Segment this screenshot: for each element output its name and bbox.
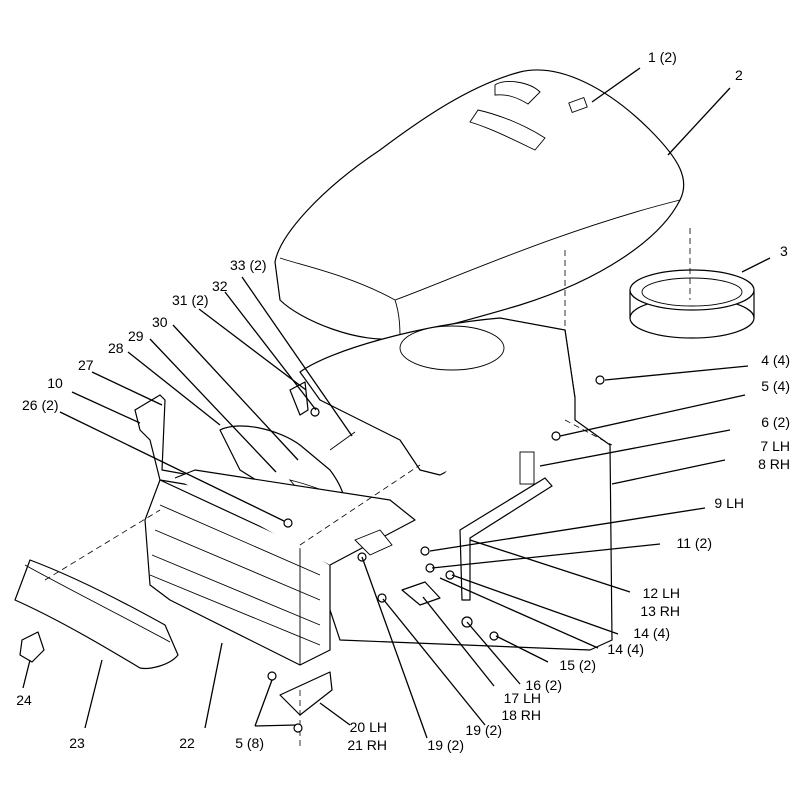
callout-10: 10	[47, 375, 63, 391]
callout-31: 31 (2)	[172, 292, 209, 308]
callout-16: 16 (2)	[525, 677, 562, 693]
callout-24: 24	[16, 692, 32, 708]
callout-22: 22	[179, 735, 195, 751]
callout-14b: 14 (4)	[607, 641, 644, 657]
callout-28: 28	[108, 340, 124, 356]
callout-17: 17 LH	[504, 690, 541, 706]
callout-3: 3	[780, 243, 788, 259]
assembly-lines	[44, 464, 421, 750]
callout-19b: 19 (2)	[427, 737, 464, 753]
callout-15: 15 (2)	[559, 657, 596, 673]
callout-1: 1 (2)	[648, 49, 677, 65]
callout-labels: 1 (2) 2 3 4 (4) 5 (4) 6 (2) 7 LH 8 RH 9 …	[16, 49, 790, 753]
callout-29: 29	[128, 328, 144, 344]
callout-9: 9 LH	[714, 495, 744, 511]
emblem-part	[19, 631, 45, 663]
bumper-part	[14, 559, 179, 670]
callout-18: 18 RH	[501, 707, 541, 723]
callout-11: 11 (2)	[676, 535, 712, 551]
callout-26: 26 (2)	[22, 397, 59, 413]
callout-5a: 5 (4)	[761, 378, 790, 394]
grille-part	[144, 469, 416, 666]
callout-21: 21 RH	[347, 737, 387, 753]
callout-20: 20 LH	[350, 719, 387, 735]
callout-14a: 14 (4)	[633, 625, 670, 641]
callout-12: 12 LH	[643, 585, 680, 601]
callout-33: 33 (2)	[230, 257, 267, 273]
air-ring-part	[629, 269, 755, 339]
callout-19a: 19 (2)	[465, 722, 502, 738]
lower-bracket-part	[279, 529, 441, 716]
hood-part	[274, 69, 685, 340]
callout-4: 4 (4)	[761, 352, 790, 368]
leader-lines	[22, 67, 771, 739]
callout-6: 6 (2)	[761, 414, 790, 430]
callout-8: 8 RH	[758, 456, 790, 472]
callout-30: 30	[152, 314, 168, 330]
side-bracket-part	[459, 451, 553, 601]
callout-27: 27	[78, 357, 94, 373]
callout-7: 7 LH	[760, 438, 790, 454]
rear-cowl-part	[299, 228, 691, 651]
callout-2: 2	[735, 67, 743, 83]
callout-13: 13 RH	[640, 603, 680, 619]
callout-32: 32	[212, 278, 228, 294]
callout-23: 23	[69, 735, 85, 751]
callout-5b: 5 (8)	[235, 735, 264, 751]
